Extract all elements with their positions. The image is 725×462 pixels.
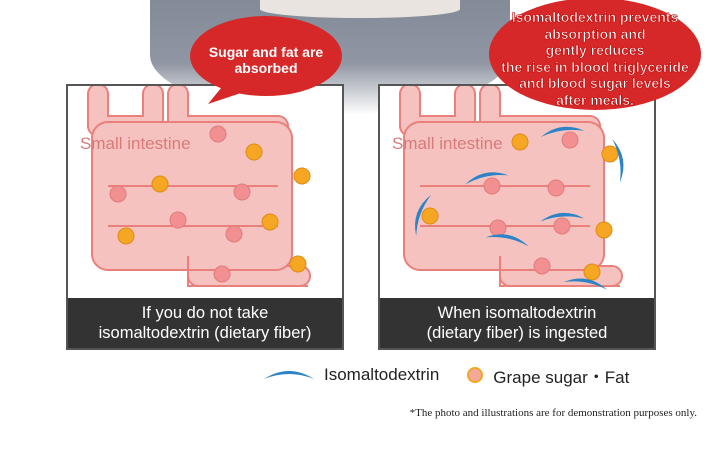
sugar-particle [225,225,243,243]
intestine-illustration-right [399,86,623,287]
speech-bubble-left-text: Sugar and fat are absorbed [208,44,324,76]
caption-with: When isomaltodextrin (dietary fiber) is … [380,298,654,348]
fat-particle [151,175,169,193]
panel-with-isomaltodextrin: Small intestine When isomaltodextrin (di… [378,84,656,350]
speech-bubble-left: Sugar and fat are absorbed [186,14,346,106]
particles-left [109,125,311,283]
speech-bubble-right: Isomaltodextrin prevents absorption and … [470,0,720,115]
isomaltodextrin-fiber [540,126,585,138]
caption-line-2: isomaltodextrin (dietary fiber) [98,324,312,342]
sugar-particle [213,265,231,283]
bubble-line: the rise in blood triglyceride [501,58,689,75]
isomaltodextrin-fiber [612,139,624,183]
bubble-line: and blood sugar levels [519,75,671,92]
panel-without-isomaltodextrin: Small intestine If you do not take isoma… [66,84,344,350]
speech-bubble-right-shape [489,0,701,110]
fat-particle [261,213,279,231]
fat-particle [583,263,601,281]
fat-particle [601,145,619,163]
isomaltodextrin-fiber [485,234,529,247]
fat-particle [293,167,311,185]
isomaltodextrin-fiber [563,278,607,290]
sugar-particle [553,217,571,235]
isomaltodextrin-fiber [415,194,432,237]
background-photo-shirt [260,0,460,18]
disclaimer-note: *The photo and illustrations are for dem… [409,407,697,419]
fat-particle [117,227,135,245]
isomaltodextrin-fiber [540,213,585,222]
speech-bubble-left-shape [190,16,342,104]
caption-line-2: (dietary fiber) is ingested [426,324,608,342]
sugar-particle [489,219,507,237]
sugar-particle [169,211,187,229]
caption-line-1: If you do not take [141,304,269,322]
bubble-line: after meals. [556,91,634,108]
sugar-particle [233,183,251,201]
sugar-particle [483,177,501,195]
fat-particle [245,143,263,161]
isomaltodextrin-fiber [465,172,509,185]
bubble-line: Isomaltodextrin prevents [511,9,679,26]
blue-arc-icon [264,371,314,379]
fat-particle [289,255,307,273]
caption-without: If you do not take isomaltodextrin (diet… [68,298,342,348]
fat-particle [595,221,613,239]
legend-label-isomaltodextrin: Isomaltodextrin [324,365,440,384]
sugar-particle [109,185,127,203]
legend: Isomaltodextrin Grape sugar・Fat [262,363,655,388]
sugar-particle [209,125,227,143]
legend-item-sugar-fat: Grape sugar・Fat [465,363,629,388]
speech-bubble-right-text: Isomaltodextrin prevents absorption and … [470,9,720,108]
sugar-particle [533,257,551,275]
sugar-particle [547,179,565,197]
particles-right [415,126,624,290]
fat-particle [421,207,439,225]
legend-item-isomaltodextrin: Isomaltodextrin [262,365,439,385]
bubble-line: absorption and [544,25,646,42]
caption-line-1: When isomaltodextrin [437,304,597,322]
legend-label-sugar-fat: Grape sugar・Fat [493,367,630,387]
bubble-line: gently reduces [545,42,645,59]
particle-icon [467,367,484,383]
sugar-particle [561,131,579,149]
fat-particle [511,133,529,151]
small-intestine-label-left: Small intestine [80,134,191,153]
small-intestine-label-right: Small intestine [392,134,503,153]
